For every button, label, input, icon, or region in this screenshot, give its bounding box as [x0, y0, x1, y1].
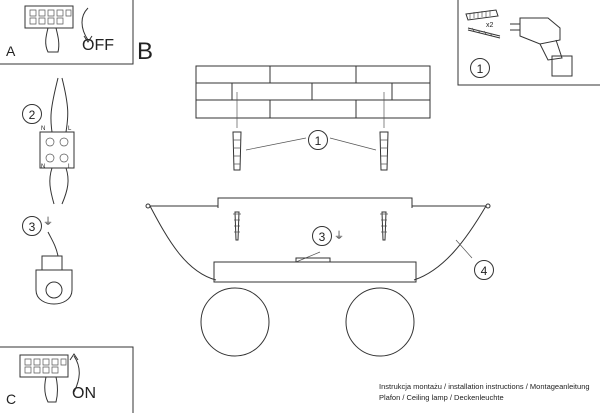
anchor-quantity: x2 [486, 22, 494, 29]
terminal-top-left: N [41, 126, 46, 132]
panel-c-letter: C [6, 391, 17, 407]
anchor-left [232, 92, 242, 171]
tools-illustration [465, 9, 573, 77]
tools-step-number: 1 [470, 58, 490, 78]
lamp-body [149, 205, 487, 357]
anchor-right [379, 92, 389, 171]
screw-right [380, 211, 388, 241]
mounting-bracket [145, 197, 491, 209]
callout-1-leader [245, 137, 377, 151]
panel-c-frame [0, 346, 134, 413]
panel-c-action: ON [72, 385, 96, 402]
callout-screws: 1 [308, 130, 328, 150]
wiring-terminal-illustration [39, 77, 75, 205]
panel-b-letter: B [137, 38, 154, 65]
footer-instructions: Instrukcja montażu / installation instru… [379, 382, 590, 391]
ground-leader [295, 251, 321, 263]
panel-a-letter: A [6, 43, 16, 59]
ground-terminal-illustration [35, 231, 73, 305]
ground-icon-main: ⏚ [334, 231, 344, 242]
callout-body: 4 [474, 260, 494, 280]
switch-off-illustration [24, 5, 93, 53]
switch-on-illustration [19, 353, 80, 403]
panel-tools-frame [457, 0, 600, 86]
wiring-step-number: 2 [22, 104, 42, 124]
screw-left [233, 211, 241, 241]
terminal-bottom-left: N [41, 164, 46, 170]
terminal-top-right: L [68, 126, 72, 132]
panel-a-action: OFF [82, 37, 114, 54]
ceiling-bricks [195, 65, 431, 119]
callout-ground: 3 [312, 226, 332, 246]
terminal-bottom-right: L [68, 164, 72, 170]
ground-icon: ⏚ [43, 217, 53, 228]
footer-product: Plafon / Ceiling lamp / Deckenleuchte [379, 393, 504, 402]
panel-a-frame [0, 0, 134, 65]
ground-step-number: 3 [22, 216, 42, 236]
